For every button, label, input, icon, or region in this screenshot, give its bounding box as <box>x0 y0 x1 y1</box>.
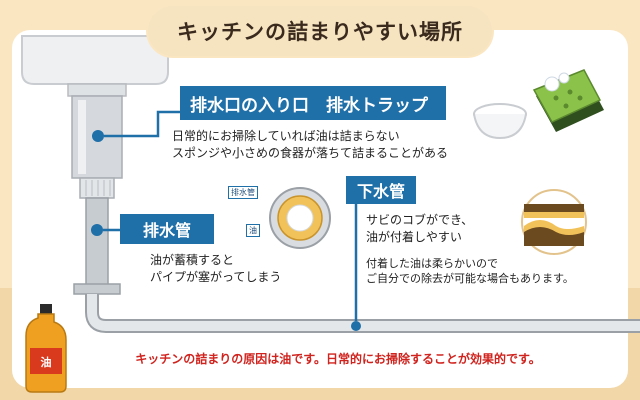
sewer-pipe-label: 下水管 <box>346 176 416 204</box>
oil-bottle-label: 油 <box>40 356 52 369</box>
sewer-pipe-note-line3: 付着した油は柔らかいので <box>366 257 498 270</box>
cross-section-tag-pipe: 排水管 <box>228 186 258 199</box>
cross-section-tag-oil: 油 <box>246 224 260 237</box>
bowl <box>473 113 527 140</box>
title-banner: キッチンの詰まりやすい場所 <box>148 6 492 56</box>
sewer-detail-circle <box>521 189 587 255</box>
sewer-pipe-note-secondary: 付着した油は柔らかいので ご自分での除去が可能な場合もあります。 <box>366 256 574 286</box>
trap-marker-dot <box>92 130 104 142</box>
sink-basin <box>21 35 169 85</box>
nut-ridges <box>85 180 111 196</box>
drain-pipe-vertical <box>85 197 109 291</box>
drain-inlet-note-line1: 日常的にお掃除していれば油は詰まらない <box>172 129 400 143</box>
footer-text: キッチンの詰まりの原因は油です。日常的にお掃除することが効果的です。 <box>135 351 541 366</box>
drain-pipe-note: 油が蓄積すると パイプが塞がってしまう <box>150 252 281 286</box>
sewer-marker-dot <box>351 321 361 331</box>
pipe-nut <box>79 177 115 199</box>
drain-inlet-label: 排水口の入り口 排水トラップ <box>180 86 446 120</box>
sponge-icon <box>532 69 604 132</box>
sewer-pipe <box>87 294 640 331</box>
drain-pipe-label: 排水管 <box>120 214 214 244</box>
sewer-pipe-note-line1: サビのコブができ、 <box>366 213 474 227</box>
drain-pipe-note-line1: 油が蓄積すると <box>150 253 235 267</box>
drain-inlet-note: 日常的にお掃除していれば油は詰まらない スポンジや小さめの食器が落ちて詰まること… <box>172 128 448 162</box>
floor-flange <box>73 283 121 295</box>
trap-highlight <box>78 100 86 174</box>
sewer-pipe-note-primary: サビのコブができ、 油が付着しやすい <box>366 212 473 246</box>
sewer-pipe-note-line4: ご自分での除去が可能な場合もあります。 <box>366 272 574 285</box>
drain-pipe-note-line2: パイプが塞がってしまう <box>150 270 282 284</box>
pipe-cross-section <box>269 187 331 249</box>
trap-collar <box>67 83 127 97</box>
oil-bottle-icon <box>25 304 67 393</box>
drain-inlet-note-line2: スポンジや小さめの食器が落ちて詰まることがある <box>172 146 449 160</box>
sewer-pipe-note-line2: 油が付着しやすい <box>366 230 462 244</box>
drain-pipe-marker-dot <box>91 224 103 236</box>
page-title: キッチンの詰まりやすい場所 <box>177 20 463 44</box>
footer-message: キッチンの詰まりの原因は油です。日常的にお掃除することが効果的です。 <box>92 346 584 370</box>
connector-trap <box>104 110 180 138</box>
